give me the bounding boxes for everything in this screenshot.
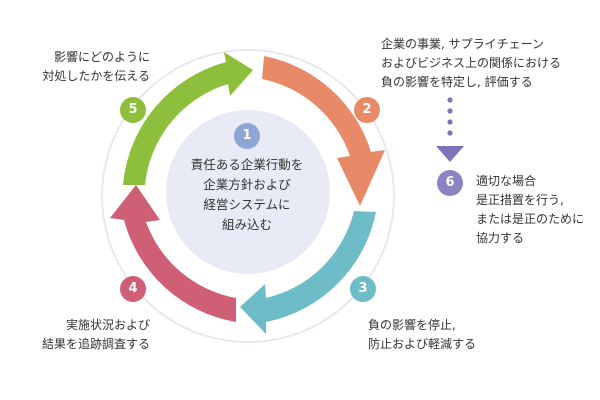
step-6-line: 適切な場合: [476, 174, 537, 188]
step-2-text: 企業の事業, サプライチェーン およびビジネス上の関係における 負の影響を特定し…: [381, 35, 561, 92]
step-6-line: 協力する: [476, 231, 525, 245]
step-1-line: 経営システムに: [203, 197, 291, 212]
step-5-text: 影響にどのように 対処したかを伝える: [42, 48, 150, 86]
step-2-badge: 2: [354, 97, 380, 123]
step-6-line: 是正措置を行う,: [476, 193, 564, 207]
step-3-line: 負の影響を停止,: [368, 318, 456, 332]
outer-ring: [101, 49, 395, 343]
step-5-line: 影響にどのように: [53, 50, 150, 64]
step-5-badge: 5: [120, 97, 146, 123]
arrow-step-4: [110, 185, 236, 322]
step-1-line: 組み込む: [221, 217, 272, 232]
step-5-line: 対処したかを伝える: [42, 69, 150, 83]
arrow-step-2: [262, 56, 385, 206]
step-1-line: 責任ある企業行動を: [190, 157, 304, 172]
step-6-badge: 6: [437, 170, 463, 196]
step-1-line: 企業方針および: [203, 177, 291, 192]
connector-arrowhead: [436, 146, 464, 162]
step-2-line: 企業の事業, サプライチェーン: [381, 37, 545, 51]
arrow-step-5: [123, 52, 253, 185]
step-4-line: 実施状況および: [65, 318, 150, 332]
step-6-line: または是正のために: [476, 212, 585, 226]
connector-dot: [447, 108, 453, 114]
step-4-badge: 4: [120, 276, 146, 302]
step-4-line: 結果を追跡調査する: [42, 337, 151, 351]
connector-dot: [447, 119, 453, 125]
step-4-text: 実施状況および 結果を追跡調査する: [42, 316, 150, 354]
step-3-text: 負の影響を停止, 防止および軽減する: [368, 316, 476, 354]
step-3-line: 防止および軽減する: [368, 337, 477, 351]
step-2-line: 負の影響を特定し, 評価する: [381, 75, 533, 89]
step-1-badge: 1: [234, 123, 260, 149]
connector-dot: [447, 130, 453, 136]
step-2-line: およびビジネス上の関係における: [381, 56, 562, 70]
step-6-text: 適切な場合 是正措置を行う, または是正のために 協力する: [476, 172, 584, 248]
step-1-text: 責任ある企業行動を 企業方針および 経営システムに 組み込む: [172, 155, 322, 235]
arrow-step-3: [240, 211, 376, 334]
step-3-badge: 3: [350, 276, 376, 302]
center-disc: [166, 110, 330, 274]
connector-dot: [447, 97, 453, 103]
